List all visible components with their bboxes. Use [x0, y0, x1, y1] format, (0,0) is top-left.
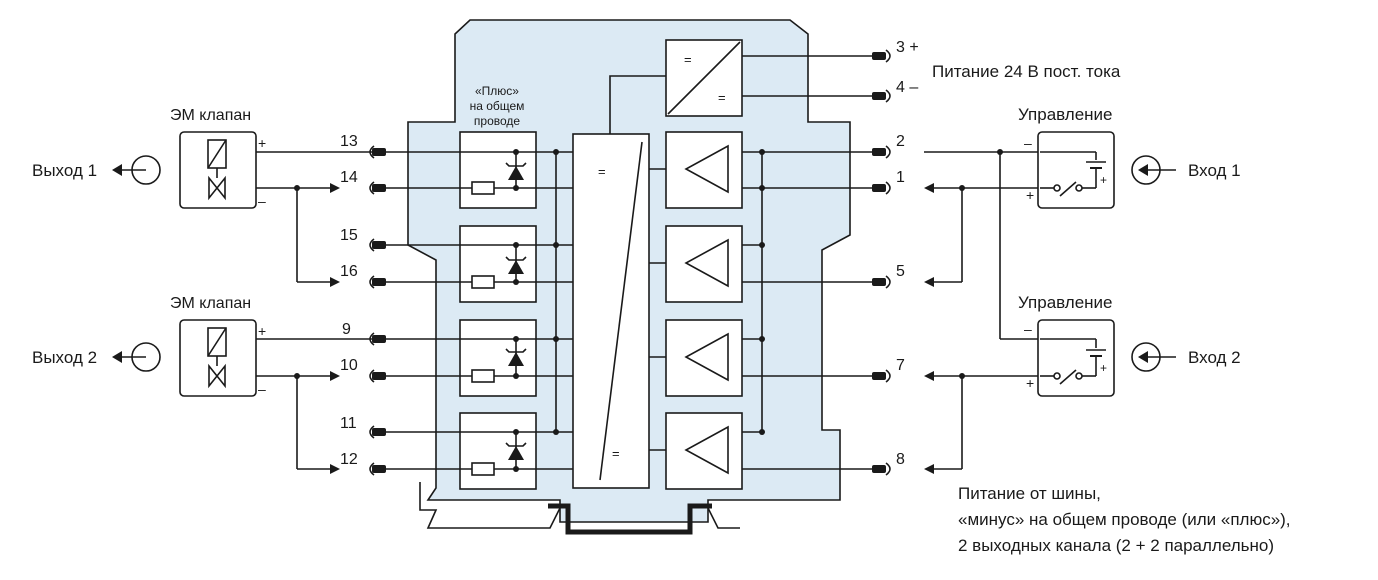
valve-1-plus: +: [258, 135, 266, 151]
bus-note-line-2: «минус» на общем проводе (или «плюс»),: [958, 510, 1291, 529]
terminal-13: 13: [340, 133, 358, 150]
output-2-symbol: [112, 342, 161, 372]
bus-note-line-3: 2 выходных канала (2 + 2 параллельно): [958, 536, 1274, 555]
plus-common-line-1: «Плюс»: [475, 84, 519, 98]
output-1-symbol: [112, 155, 161, 185]
input-2-symbol: [1131, 342, 1176, 372]
control-2-minus: –: [1024, 321, 1032, 337]
terminal-8: 8: [896, 451, 905, 468]
input-2-label: Вход 2: [1188, 348, 1241, 367]
control-2-batt-plus: +: [1100, 361, 1107, 375]
converter-eq-bottom: =: [718, 90, 726, 105]
control-1-plus: +: [1026, 187, 1034, 203]
control-1-label: Управление: [1018, 105, 1113, 124]
control-1-batt-plus: +: [1100, 173, 1107, 187]
terminal-11: 11: [340, 415, 357, 432]
output-channels: [459, 131, 537, 490]
terminal-1: 1: [896, 169, 905, 186]
bus-note-line-1: Питание от шины,: [958, 484, 1101, 503]
isolation-barrier: = =: [572, 133, 650, 489]
valve-1-label: ЭМ клапан: [170, 107, 251, 124]
valve-1: [179, 131, 257, 209]
terminal-16: 16: [340, 263, 358, 280]
valve-1-minus: –: [258, 193, 266, 209]
output-2-label: Выход 2: [32, 348, 97, 367]
terminal-9: 9: [342, 321, 351, 338]
output-1-label: Выход 1: [32, 161, 97, 180]
converter-eq-top: =: [684, 52, 692, 67]
valve-2: [179, 319, 257, 397]
dc-dc-converter: = =: [665, 39, 743, 117]
valve-2-minus: –: [258, 381, 266, 397]
input-1-label: Вход 1: [1188, 161, 1241, 180]
terminal-5: 5: [896, 263, 905, 280]
control-1-switch: [1037, 131, 1115, 209]
barrier-eq-bottom: =: [612, 446, 620, 461]
valve-2-plus: +: [258, 323, 266, 339]
right-terminals: [872, 49, 891, 476]
input-1-symbol: [1131, 155, 1176, 185]
terminal-2: 2: [896, 133, 905, 150]
terminal-3: 3 +: [896, 39, 919, 56]
input-channels: [665, 131, 743, 490]
terminal-4: 4 –: [896, 79, 918, 96]
control-2-label: Управление: [1018, 293, 1113, 312]
plus-common-line-2: на общем: [470, 99, 525, 113]
barrier-eq-top: =: [598, 164, 606, 179]
plus-common-line-3: проводе: [474, 114, 520, 128]
left-terminals: [369, 145, 386, 476]
power-24v-label: Питание 24 В пост. тока: [932, 62, 1121, 81]
terminal-7: 7: [896, 357, 905, 374]
terminal-12: 12: [340, 451, 358, 468]
terminal-10: 10: [340, 357, 358, 374]
valve-2-label: ЭМ клапан: [170, 295, 251, 312]
terminal-15: 15: [340, 227, 358, 244]
terminal-14: 14: [340, 169, 358, 186]
control-2-switch: [1037, 319, 1115, 397]
control-1-minus: –: [1024, 135, 1032, 151]
control-2-plus: +: [1026, 375, 1034, 391]
